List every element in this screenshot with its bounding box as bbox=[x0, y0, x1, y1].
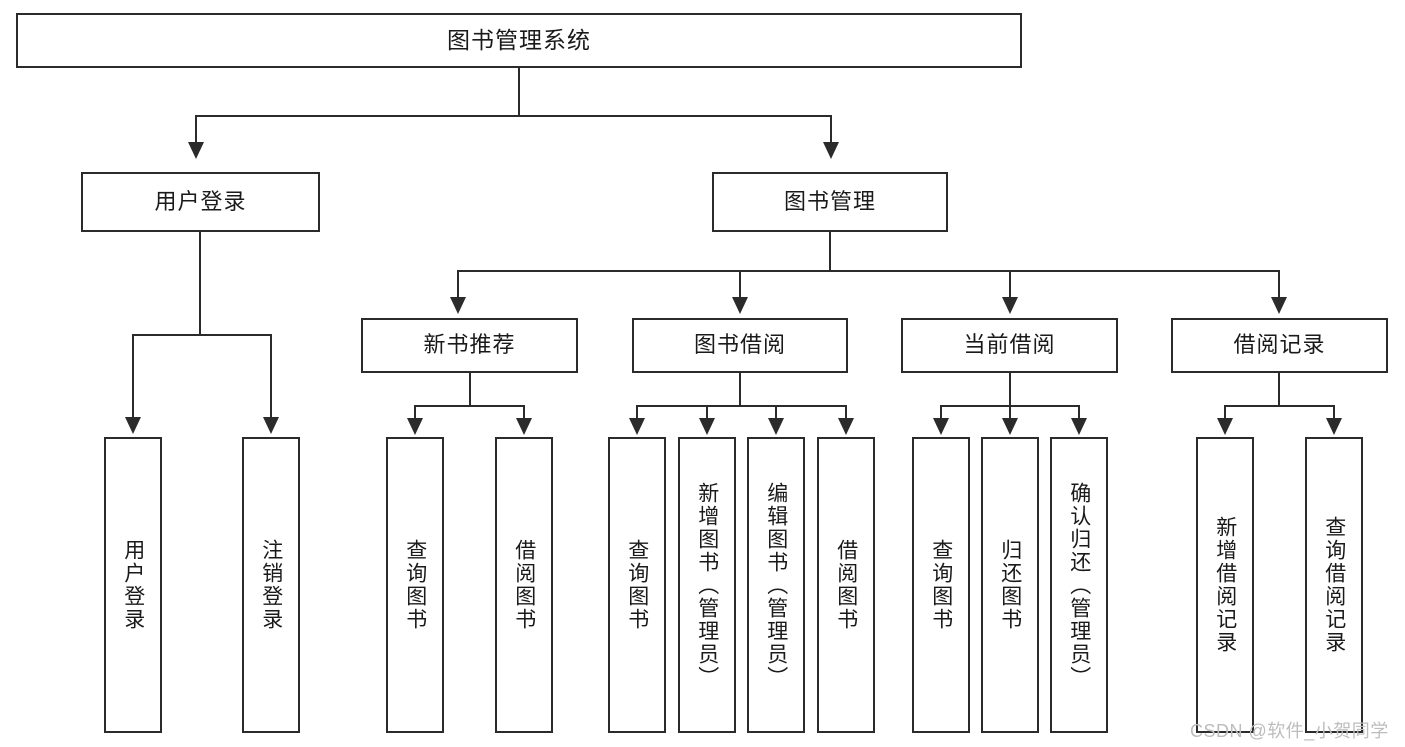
edge-book-manage-stem bbox=[829, 232, 831, 270]
edge-new-book-bus bbox=[415, 405, 525, 407]
edge-user-login-bus bbox=[133, 334, 272, 336]
arrow-to-borrow-record-icon bbox=[1271, 297, 1287, 314]
arrow-to-newbook-leaf-1-icon bbox=[407, 418, 423, 435]
edge-new-book-stem bbox=[469, 373, 471, 405]
arrow-to-user-login-icon bbox=[188, 142, 204, 159]
node-root-system[interactable]: 图书管理系统 bbox=[16, 13, 1022, 68]
leaf-current-return-book[interactable]: 归还图书 bbox=[981, 437, 1039, 733]
leaf-record-query-record[interactable]: 查询借阅记录 bbox=[1305, 437, 1363, 733]
edge-borrow-record-bus bbox=[1225, 405, 1335, 407]
edge-book-borrow-drop-3 bbox=[775, 405, 777, 419]
arrow-to-current-leaf-2-icon bbox=[1002, 418, 1018, 435]
edge-book-borrow-drop-4 bbox=[845, 405, 847, 419]
edge-level3-drop-4 bbox=[1278, 270, 1280, 298]
leaf-borrow-edit-book-admin[interactable]: 编辑图书（管理员） bbox=[747, 437, 805, 733]
arrow-to-borrow-leaf-2-icon bbox=[699, 418, 715, 435]
arrow-to-record-leaf-1-icon bbox=[1217, 418, 1233, 435]
edge-borrow-record-stem bbox=[1278, 373, 1280, 405]
edge-book-borrow-drop-1 bbox=[636, 405, 638, 419]
leaf-record-add-record[interactable]: 新增借阅记录 bbox=[1196, 437, 1254, 733]
leaf-logout[interactable]: 注销登录 bbox=[242, 437, 300, 733]
edge-current-borrow-stem bbox=[1009, 373, 1011, 405]
edge-current-borrow-drop-2 bbox=[1009, 405, 1011, 419]
arrow-to-book-borrow-icon bbox=[732, 297, 748, 314]
arrow-to-record-leaf-2-icon bbox=[1326, 418, 1342, 435]
edge-book-borrow-drop-2 bbox=[706, 405, 708, 419]
edge-new-book-drop-1 bbox=[414, 405, 416, 419]
leaf-current-confirm-return-admin[interactable]: 确认归还（管理员） bbox=[1050, 437, 1108, 733]
csdn-watermark: CSDN @软件_小贺同学 bbox=[1190, 721, 1389, 741]
node-book-borrow[interactable]: 图书借阅 bbox=[632, 318, 848, 373]
arrow-to-newbook-leaf-2-icon bbox=[516, 418, 532, 435]
node-new-book-recommend[interactable]: 新书推荐 bbox=[361, 318, 578, 373]
leaf-user-login[interactable]: 用户登录 bbox=[104, 437, 162, 733]
leaf-borrow-add-book-admin[interactable]: 新增图书（管理员） bbox=[678, 437, 736, 733]
edge-book-borrow-bus bbox=[637, 405, 847, 407]
edge-level3-drop-1 bbox=[457, 270, 459, 298]
edge-level3-drop-3 bbox=[1009, 270, 1011, 298]
arrow-to-new-book-icon bbox=[450, 297, 466, 314]
edge-book-borrow-stem bbox=[739, 373, 741, 405]
arrow-to-borrow-leaf-3-icon bbox=[768, 418, 784, 435]
arrow-to-borrow-leaf-1-icon bbox=[629, 418, 645, 435]
edge-user-login-stem bbox=[199, 232, 201, 334]
arrow-to-login-leaf-2-icon bbox=[263, 417, 279, 434]
arrow-to-current-leaf-1-icon bbox=[933, 418, 949, 435]
edge-borrow-record-drop-1 bbox=[1224, 405, 1226, 419]
arrow-to-book-manage-icon bbox=[823, 142, 839, 159]
arrow-to-login-leaf-1-icon bbox=[125, 417, 141, 434]
node-current-borrow[interactable]: 当前借阅 bbox=[901, 318, 1118, 373]
edge-current-borrow-drop-1 bbox=[940, 405, 942, 419]
edge-root-stem bbox=[518, 68, 520, 115]
leaf-borrow-query-book[interactable]: 查询图书 bbox=[608, 437, 666, 733]
edge-new-book-drop-2 bbox=[523, 405, 525, 419]
leaf-newbook-borrow-book[interactable]: 借阅图书 bbox=[495, 437, 553, 733]
leaf-borrow-borrow-book[interactable]: 借阅图书 bbox=[817, 437, 875, 733]
edge-level2-drop-1 bbox=[195, 115, 197, 143]
arrow-to-borrow-leaf-4-icon bbox=[838, 418, 854, 435]
edge-current-borrow-drop-3 bbox=[1078, 405, 1080, 419]
node-borrow-record[interactable]: 借阅记录 bbox=[1171, 318, 1388, 373]
edge-borrow-record-drop-2 bbox=[1333, 405, 1335, 419]
leaf-current-query-book[interactable]: 查询图书 bbox=[912, 437, 970, 733]
edge-user-login-drop-2 bbox=[270, 334, 272, 418]
node-user-login[interactable]: 用户登录 bbox=[81, 172, 320, 232]
edge-user-login-drop-1 bbox=[132, 334, 134, 418]
edge-level2-bus bbox=[196, 115, 832, 117]
edge-level3-bus bbox=[458, 270, 1279, 272]
leaf-newbook-query-book[interactable]: 查询图书 bbox=[386, 437, 444, 733]
arrow-to-current-leaf-3-icon bbox=[1071, 418, 1087, 435]
edge-level3-drop-2 bbox=[739, 270, 741, 298]
edge-level2-drop-2 bbox=[830, 115, 832, 143]
node-book-manage[interactable]: 图书管理 bbox=[712, 172, 948, 232]
arrow-to-current-borrow-icon bbox=[1002, 297, 1018, 314]
